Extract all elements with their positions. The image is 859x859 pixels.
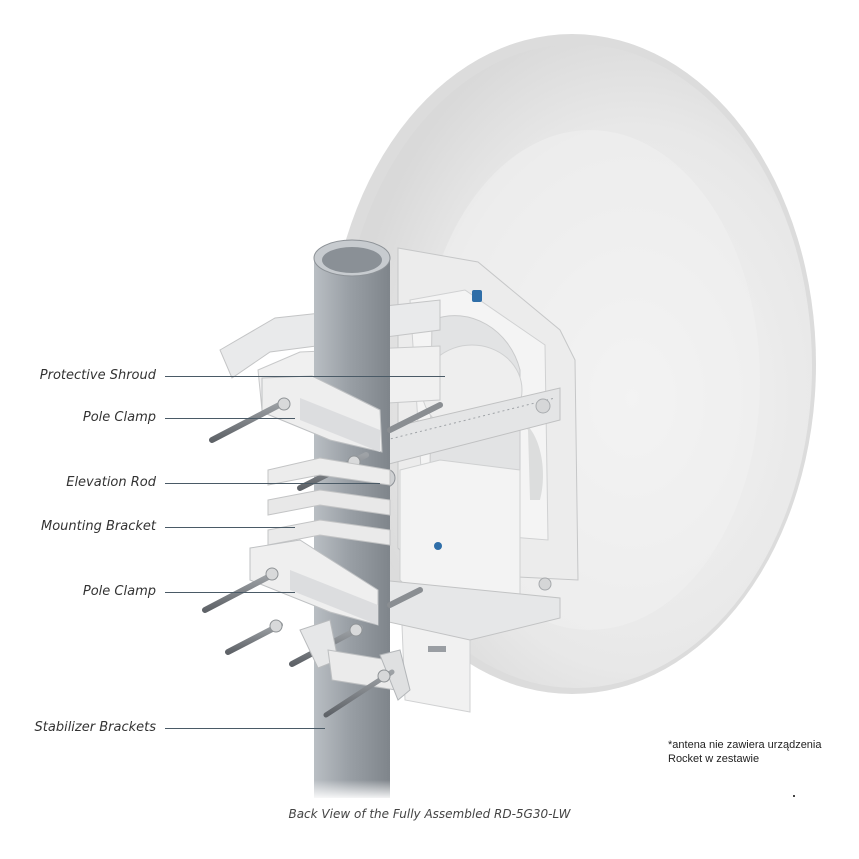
ubiquiti-logo-icon	[434, 542, 442, 550]
note-line-1: *antena nie zawiera urządzenia	[668, 739, 822, 751]
connector-icon	[472, 290, 482, 302]
label-stabilizer-brackets: Stabilizer Brackets	[34, 720, 156, 735]
note-line-2: Rocket w zestawie	[668, 753, 760, 765]
label-mounting-bracket: Mounting Bracket	[41, 519, 156, 534]
label-protective-shroud: Protective Shroud	[39, 368, 156, 383]
note-text: *antena nie zawiera urządzenia Rocket w …	[668, 738, 822, 766]
label-pole-clamp-upper: Pole Clamp	[82, 410, 156, 425]
figure-caption: Back View of the Fully Assembled RD-5G30…	[288, 807, 571, 821]
leader-mounting-bracket	[165, 527, 295, 528]
leader-pole-clamp-lower	[165, 592, 295, 593]
leader-protective-shroud	[165, 376, 445, 377]
leader-stabilizer-brackets	[165, 728, 325, 729]
stabilizer-brackets	[299, 619, 411, 718]
label-pole-clamp-lower: Pole Clamp	[82, 584, 156, 599]
label-elevation-rod: Elevation Rod	[66, 475, 156, 490]
mounting-bracket-plates	[267, 457, 391, 546]
leader-elevation-rod	[165, 483, 380, 484]
radio-housing	[399, 459, 521, 713]
stray-dot	[793, 795, 795, 797]
leader-pole-clamp-upper	[165, 418, 295, 419]
